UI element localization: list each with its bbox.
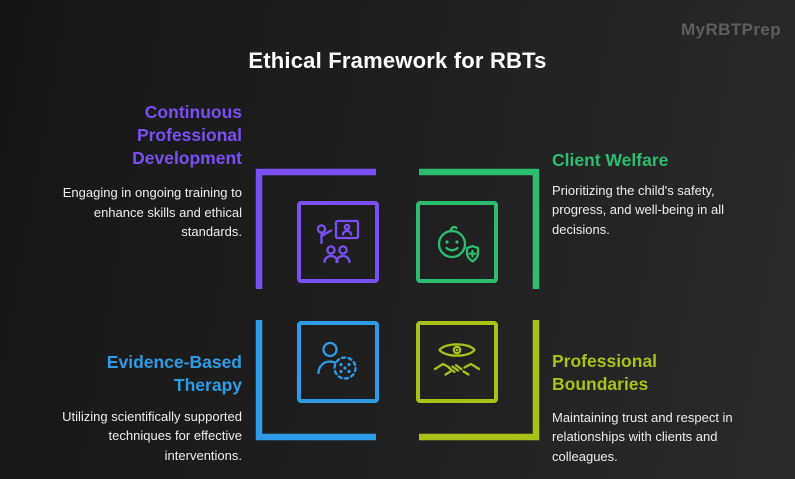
training-presentation-svg xyxy=(255,168,379,289)
page-title: Ethical Framework for RBTs xyxy=(248,48,547,73)
quadrant-title: Client Welfare xyxy=(552,150,669,170)
corner-bracket xyxy=(419,168,540,289)
quadrant-description: Prioritizing the child's safety, progres… xyxy=(552,182,724,237)
person-data-icon xyxy=(317,341,357,380)
watermark-logo: MyRBTPrep xyxy=(681,20,781,39)
corner-bracket xyxy=(419,320,540,441)
corner-bracket xyxy=(255,320,376,441)
training-presentation-icon xyxy=(316,219,360,264)
icon-frame xyxy=(416,201,498,283)
training-presentation-graphic xyxy=(254,167,384,297)
eye-handshake-icon xyxy=(433,343,481,376)
child-shield-svg xyxy=(416,168,540,289)
quadrant-evidence-based-therapy: Evidence-Based Therapy Utilizing scienti… xyxy=(28,351,242,465)
eye-handshake-graphic xyxy=(411,312,541,442)
person-data-svg xyxy=(255,320,379,441)
quadrant-description: Maintaining trust and respect in relatio… xyxy=(552,409,733,464)
corner-bracket xyxy=(255,168,376,289)
quadrant-description: Engaging in ongoing training to enhance … xyxy=(62,185,242,240)
quadrant-title: Professional Boundaries xyxy=(552,351,658,394)
eye-handshake-svg xyxy=(416,320,540,441)
quadrant-title: Evidence-Based Therapy xyxy=(106,352,242,395)
quadrant-title: Continuous Professional Development xyxy=(132,102,242,168)
person-data-graphic xyxy=(254,312,384,442)
child-shield-icon xyxy=(437,225,480,263)
quadrant-client-welfare: Client Welfare Prioritizing the child's … xyxy=(552,149,770,239)
quadrant-continuous-professional-development: Continuous Professional Development Enga… xyxy=(32,101,242,242)
child-shield-graphic xyxy=(411,167,541,297)
quadrant-professional-boundaries: Professional Boundaries Maintaining trus… xyxy=(552,350,774,466)
icon-frame xyxy=(297,321,379,403)
icon-frame xyxy=(416,321,498,403)
quadrant-description: Utilizing scientifically supported techn… xyxy=(62,408,242,463)
icon-frame xyxy=(297,201,379,283)
